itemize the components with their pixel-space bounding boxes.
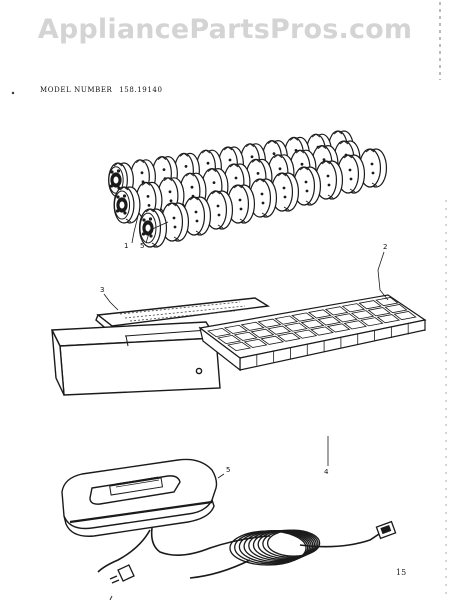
tray-slot (367, 307, 392, 317)
tray-slot (326, 323, 351, 333)
tray-slot (341, 303, 366, 313)
cord-connector (375, 520, 397, 540)
cam-disc (138, 208, 168, 248)
tray-slot (334, 313, 358, 323)
tray-slot (267, 325, 292, 335)
cam-assembly (108, 130, 388, 248)
callout-3: 3 (100, 286, 104, 294)
cam-disc (113, 186, 141, 224)
cord-coils (229, 529, 321, 566)
tray-slot (291, 312, 315, 322)
model-number: 158.19140 (119, 86, 163, 94)
tray-slot (250, 328, 275, 338)
cam-disc (292, 166, 322, 206)
tray-slot (384, 304, 408, 314)
tray-slot (243, 338, 268, 348)
tray-slot (226, 341, 252, 352)
tray-slot (350, 310, 375, 320)
tray-slot (307, 309, 332, 319)
page-number: 15 (396, 568, 407, 577)
storage-box (50, 297, 271, 396)
tray-slot (223, 324, 248, 334)
power-cord (97, 527, 383, 579)
tray-slot (283, 322, 308, 332)
tray-slot (216, 334, 242, 345)
two-prong-plug (109, 564, 135, 584)
tray-slot (375, 297, 399, 307)
tray-slot (376, 314, 401, 324)
tray-slot (240, 321, 265, 331)
stray-mark (11, 91, 15, 95)
tray-slot (300, 319, 325, 329)
tray-slot (358, 300, 382, 310)
tray-slot (257, 318, 282, 328)
tray-slot (274, 315, 299, 325)
tray-slot (293, 329, 318, 339)
callout-4: 4 (324, 468, 329, 476)
cam-tray (198, 294, 427, 372)
leader-lines (103, 215, 389, 479)
callout-5-pedal: 5 (226, 466, 230, 474)
tray-slot (393, 311, 417, 321)
tray-slot (260, 335, 285, 345)
tray-slot (317, 316, 342, 326)
model-number-line: MODEL NUMBER 158.19140 (40, 86, 163, 94)
tray-slot (233, 331, 258, 341)
callout-5: 5 (140, 242, 144, 250)
foot-control (61, 458, 218, 537)
tray-slot (206, 327, 232, 338)
tray-slot (324, 306, 349, 316)
tray-slot (343, 320, 367, 330)
model-label: MODEL NUMBER (40, 86, 113, 94)
tray-slot (310, 326, 334, 336)
tray-slot (360, 317, 384, 327)
tray-slot (276, 332, 301, 342)
callout-2: 2 (383, 243, 387, 251)
watermark-text: AppliancePartsPros.com (37, 14, 413, 45)
cord-loop (266, 529, 321, 557)
callout-1: 1 (124, 242, 128, 250)
